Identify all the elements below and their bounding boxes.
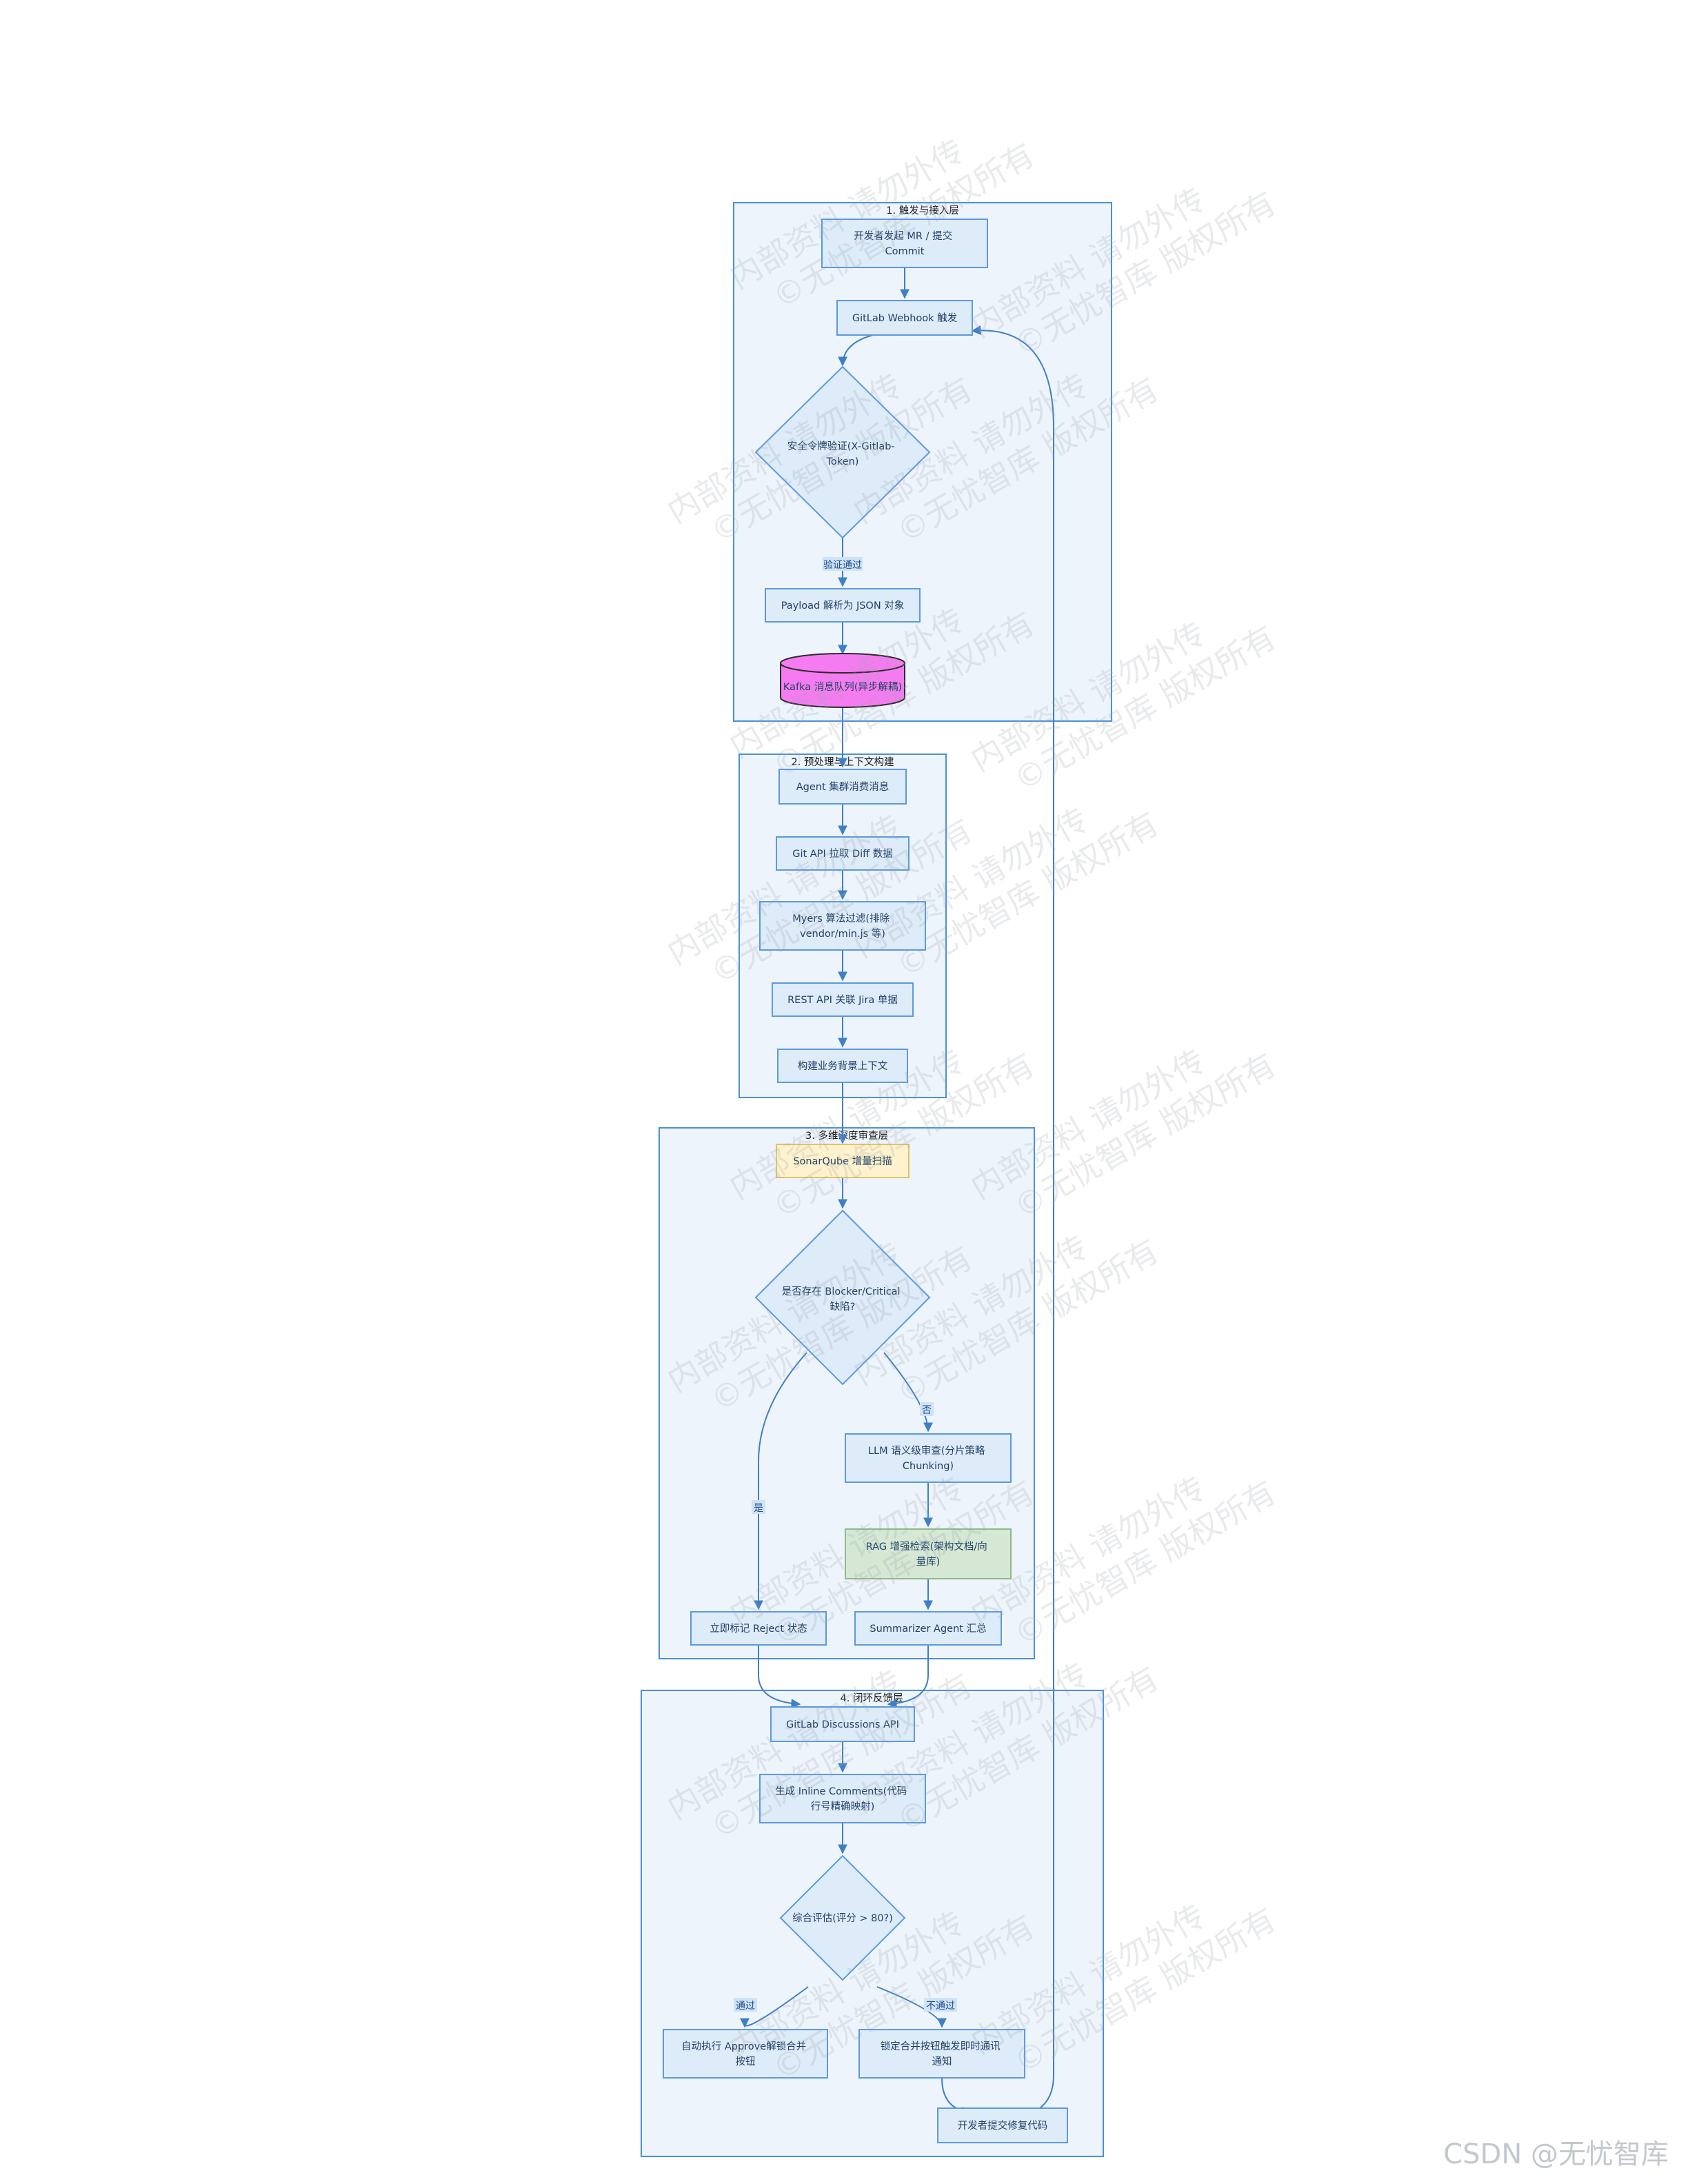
- svg-text:GitLab Webhook 触发: GitLab Webhook 触发: [852, 312, 957, 324]
- edge-label-fail: 不通过: [924, 1998, 957, 2012]
- edge-label-no: 否: [920, 1402, 934, 1416]
- svg-text:通过: 通过: [736, 2001, 755, 2012]
- node-git-api: Git API 拉取 Diff 数据: [776, 836, 910, 871]
- edges: [740, 267, 1054, 2116]
- node-approve-line2: 按钮: [736, 2056, 756, 2067]
- svg-text:生成 Inline Comments(代码 行号: 生成 Inline Comments(代码 行号精确映射): [775, 1786, 910, 1812]
- node-blocker-check: 是否存在 Blocker/Critical 缺陷?: [754, 1209, 931, 1386]
- edge-score-approve: [740, 1986, 809, 2028]
- svg-text:Kafka 消息队列(异步解耦): Kafka 消息队列(异步解耦): [783, 681, 902, 693]
- node-dev-fix: 开发者提交修复代码: [937, 2107, 1068, 2143]
- node-jira: REST API 关联 Jira 单据: [772, 982, 914, 1017]
- svg-text:Payload 解析为 JSON 对象: Payload 解析为 JSON 对象: [781, 600, 905, 611]
- edge-label-verified: 验证通过: [823, 557, 863, 571]
- node-sonarqube: SonarQube 增量扫描: [776, 1144, 910, 1178]
- node-agent: Agent 集群消费消息: [778, 769, 907, 805]
- svg-text:RAG 增强检索(架构文档/向 量库): RAG 增强检索(架构文档/向 量库): [866, 1541, 991, 1568]
- node-llm-review-line1: LLM 语义级审查(分片策略: [868, 1445, 985, 1457]
- node-approve-line1: 自动执行 Approve解锁合并: [681, 2041, 806, 2052]
- svg-text:构建业务背景上下文: 构建业务背景上下文: [798, 1060, 888, 1072]
- svg-text:不通过: 不通过: [926, 2001, 955, 2012]
- svg-text:是否存在 Blocker/Critical 缺陷: 是否存在 Blocker/Critical 缺陷?: [782, 1286, 903, 1313]
- node-blocker-check-line1: 是否存在 Blocker/Critical: [782, 1286, 901, 1297]
- svg-text:综合评估(评分 > 80?): 综合评估(评分 > 80?): [792, 1912, 893, 1924]
- node-dev-commit-line2: Commit: [885, 246, 925, 257]
- node-dev-commit: 开发者发起 MR / 提交 Commit: [821, 219, 988, 268]
- svg-text:SonarQube 增量扫描: SonarQube 增量扫描: [793, 1155, 892, 1167]
- node-blocker-check-line2: 缺陷?: [830, 1301, 856, 1313]
- node-payload: Payload 解析为 JSON 对象: [765, 588, 921, 623]
- svg-text:REST API 关联 Jira 单据: REST API 关联 Jira 单据: [787, 994, 898, 1006]
- node-context: 构建业务背景上下文: [777, 1049, 908, 1083]
- node-lock-notify: 锁定合并按钮触发即时通讯 通知: [858, 2029, 1025, 2079]
- node-myers: Myers 算法过滤(排除 vendor/min.js 等): [759, 901, 926, 951]
- node-rag: RAG 增强检索(架构文档/向 量库): [845, 1528, 1012, 1579]
- node-lock-notify-line2: 通知: [932, 2056, 952, 2067]
- node-myers-line2: vendor/min.js 等): [800, 927, 885, 940]
- svg-text:立即标记 Reject 状态: 立即标记 Reject 状态: [710, 1623, 807, 1635]
- svg-text:GitLab Discussions API: GitLab Discussions API: [786, 1719, 899, 1730]
- node-token-check-line1: 安全令牌验证(X-Gitlab-: [787, 440, 895, 452]
- svg-text:开发者提交修复代码: 开发者提交修复代码: [958, 2119, 1048, 2132]
- edge-reject-discussions: [758, 1645, 801, 1709]
- subgraph-ingest-title: 1. 触发与接入层: [886, 205, 958, 216]
- node-token-check-line2: Token): [826, 456, 859, 467]
- node-summarizer: Summarizer Agent 汇总: [854, 1611, 1002, 1646]
- node-rag-line1: RAG 增强检索(架构文档/向: [866, 1541, 987, 1553]
- node-token-check: 安全令牌验证(X-Gitlab- Token): [754, 365, 931, 539]
- svg-text:是: 是: [754, 1503, 763, 1514]
- edge-webhook-token: [838, 334, 874, 367]
- node-dev-commit-line1: 开发者发起 MR / 提交: [854, 230, 952, 242]
- node-llm-review-line2: Chunking): [903, 1461, 954, 1472]
- svg-text:锁定合并按钮触发即时通讯 通知: 锁定合并按钮触发即时通讯 通知: [881, 2041, 1004, 2067]
- svg-text:安全令牌验证(X-Gitlab- Token): 安全令牌验证(X-Gitlab- Token): [787, 440, 898, 467]
- node-inline-comments-line2: 行号精确映射): [811, 1801, 875, 1812]
- node-inline-comments: 生成 Inline Comments(代码 行号精确映射): [759, 1774, 926, 1823]
- svg-text:开发者发起 MR / 提交 Commit: 开发者发起 MR / 提交 Commit: [854, 230, 955, 257]
- node-rag-line2: 量库): [916, 1556, 941, 1568]
- svg-text:验证通过: 验证通过: [823, 560, 862, 571]
- svg-text:LLM 语义级审查(分片策略 Chunking): LLM 语义级审查(分片策略 Chunking): [868, 1445, 988, 1472]
- svg-text:Myers 算法过滤(排除 vendor/min: Myers 算法过滤(排除 vendor/min.js 等): [792, 913, 892, 940]
- node-discussions-api: GitLab Discussions API: [770, 1706, 915, 1742]
- edge-blocker-reject: [754, 1352, 807, 1610]
- svg-text:否: 否: [922, 1405, 932, 1416]
- svg-text:Agent 集群消费消息: Agent 集群消费消息: [796, 781, 890, 793]
- csdn-credit: CSDN @无忧智库: [1443, 2138, 1669, 2170]
- edge-label-pass: 通过: [734, 1998, 757, 2012]
- svg-text:Git API 拉取 Diff 数据: Git API 拉取 Diff 数据: [792, 848, 893, 860]
- node-llm-review: LLM 语义级审查(分片策略 Chunking): [845, 1433, 1012, 1483]
- svg-text:自动执行 Approve解锁合并 按钮: 自动执行 Approve解锁合并 按钮: [681, 2041, 810, 2067]
- node-myers-line1: Myers 算法过滤(排除: [792, 913, 890, 924]
- edge-label-yes: 是: [752, 1500, 765, 1514]
- node-webhook: GitLab Webhook 触发: [836, 300, 973, 336]
- node-lock-notify-line1: 锁定合并按钮触发即时通讯: [881, 2041, 1001, 2052]
- svg-text:Summarizer Agent 汇总: Summarizer Agent 汇总: [870, 1623, 986, 1635]
- edge-summarizer-discussions: [887, 1645, 929, 1709]
- node-kafka-queue: Kafka 消息队列(异步解耦): [780, 653, 905, 708]
- node-inline-comments-line1: 生成 Inline Comments(代码: [775, 1786, 907, 1797]
- node-reject: 立即标记 Reject 状态: [690, 1611, 827, 1646]
- edge-blocker-llm: [883, 1352, 933, 1433]
- node-approve: 自动执行 Approve解锁合并 按钮: [663, 2029, 828, 2079]
- edge-fix-webhook: [971, 325, 1054, 2113]
- node-score-check: 综合评估(评分 > 80?): [779, 1854, 906, 1981]
